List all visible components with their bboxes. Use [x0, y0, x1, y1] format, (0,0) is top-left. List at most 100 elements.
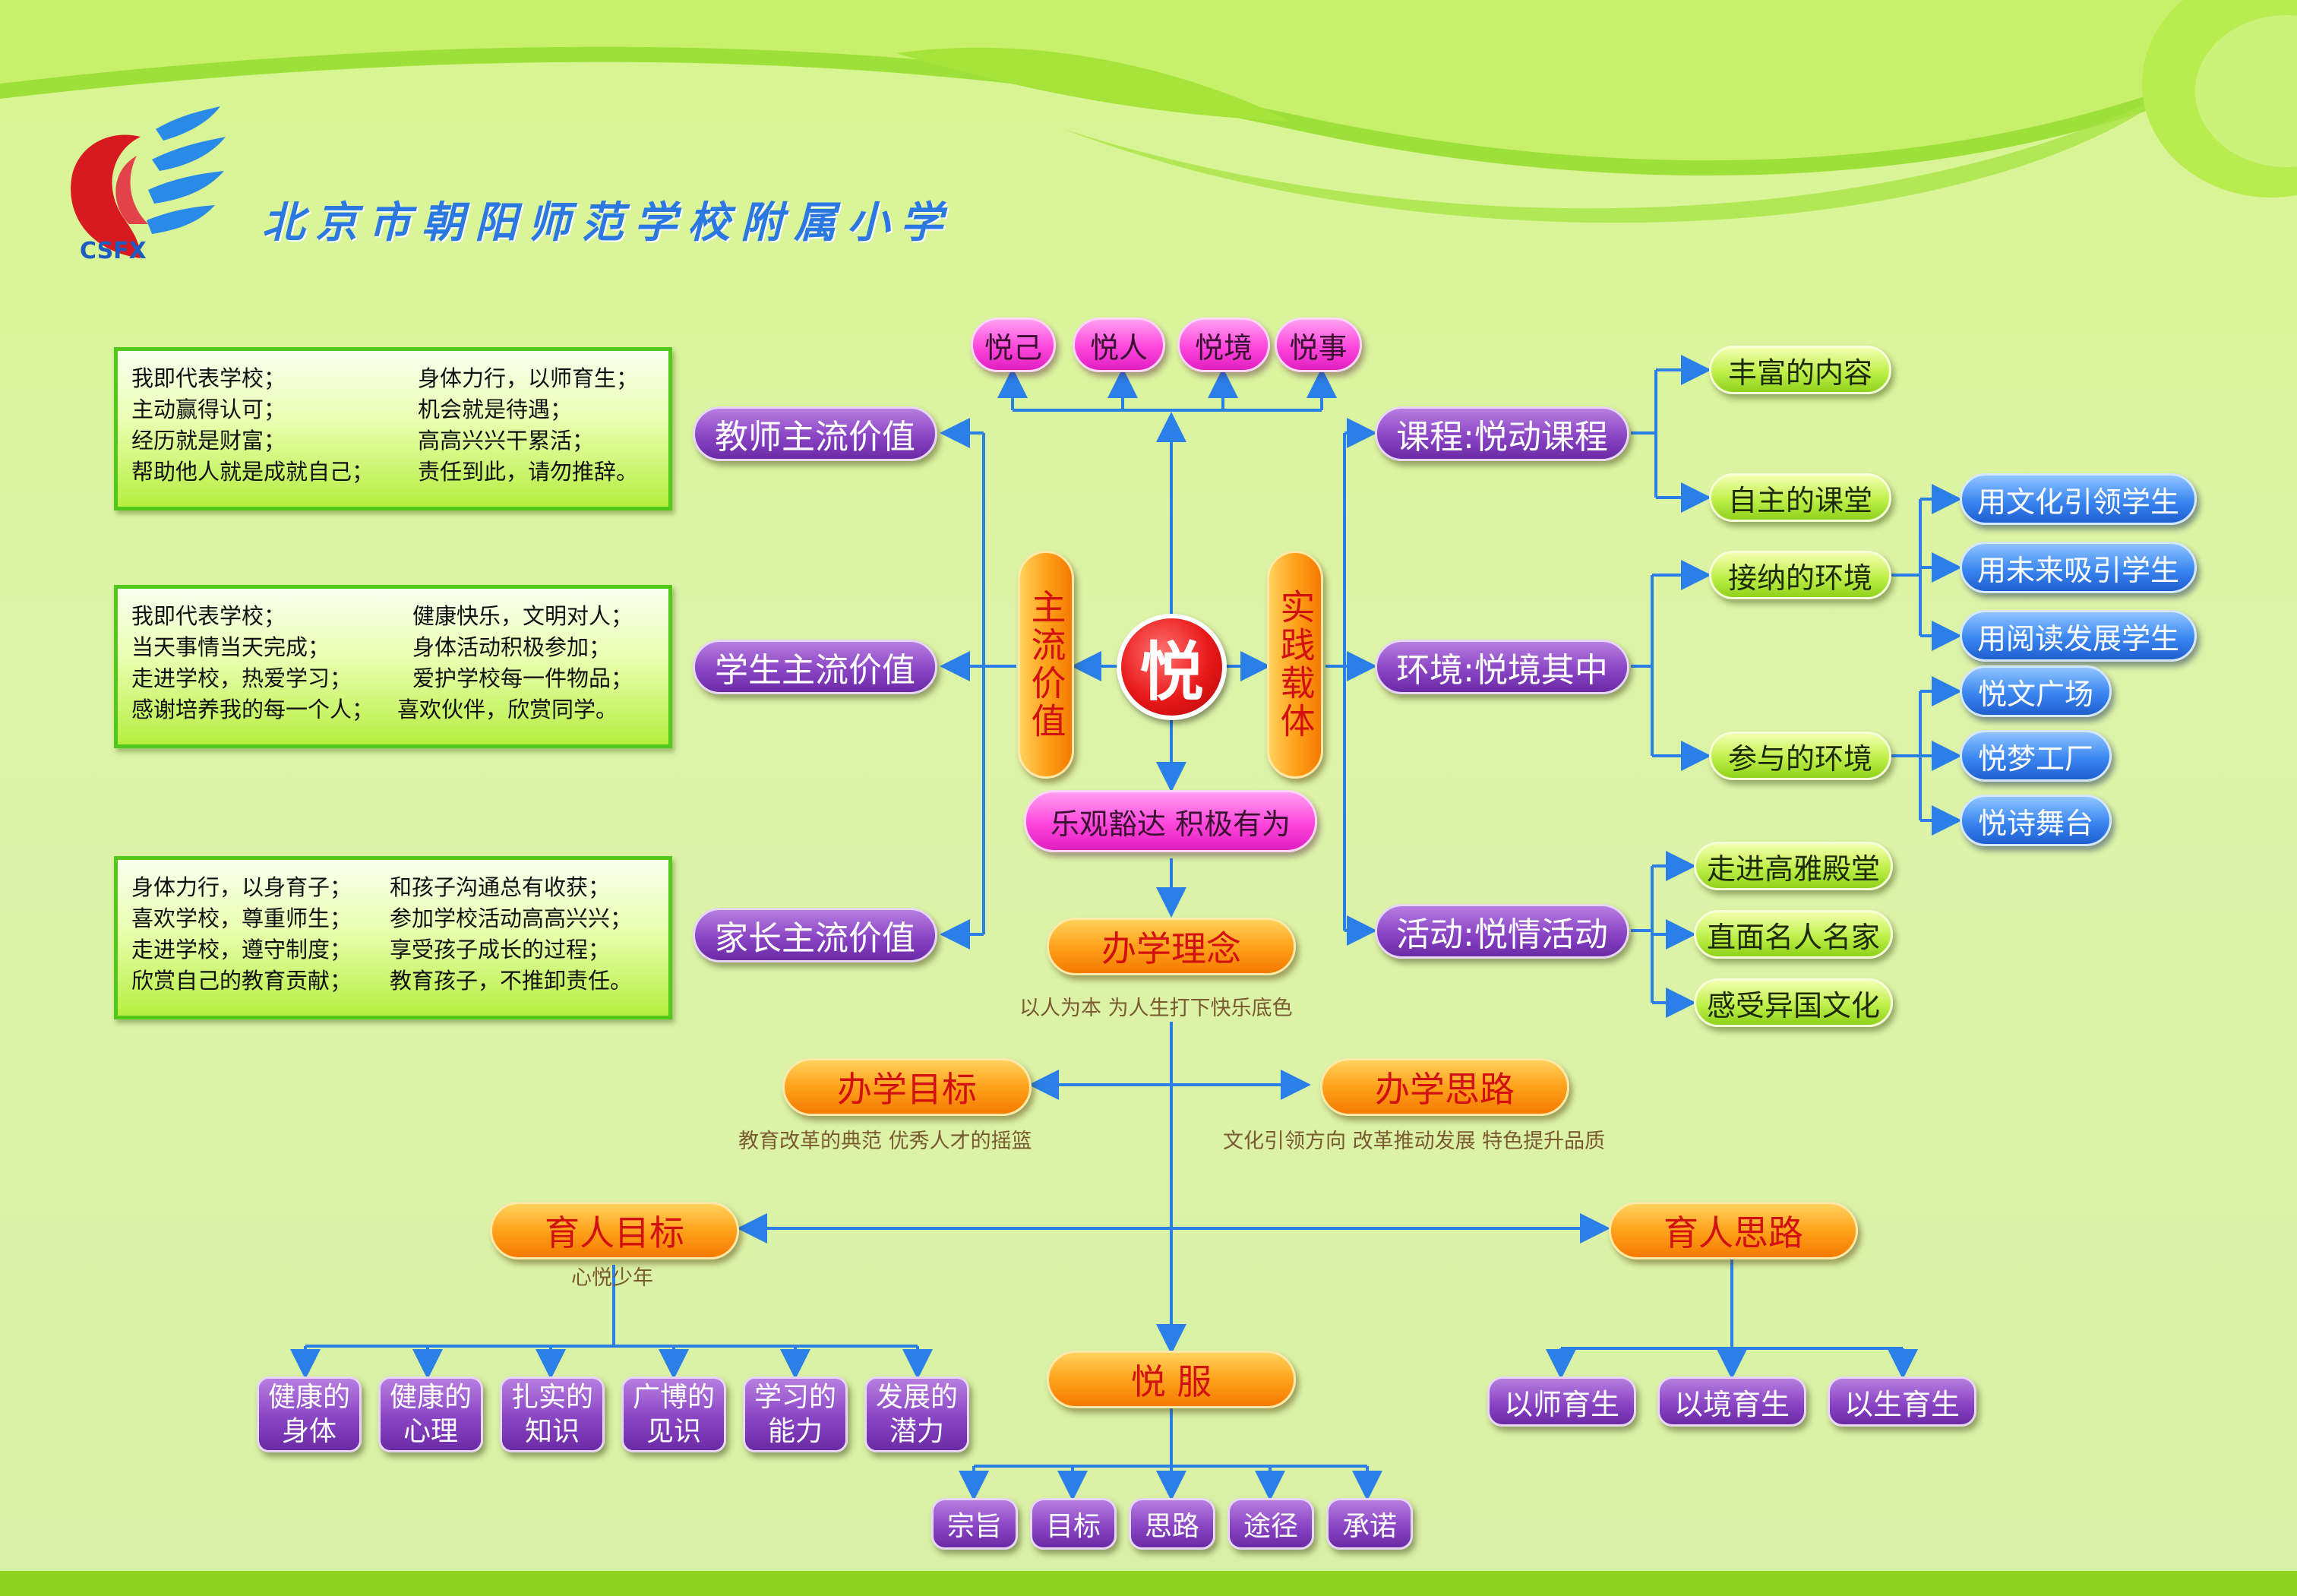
- edu-goal-item-6: 发展的潜力: [864, 1376, 969, 1452]
- value-text: 机会就是待遇；: [418, 397, 573, 422]
- participate-item-1: 悦文广场: [1960, 665, 2112, 717]
- value-text: 走进学校，遵守制度；: [131, 937, 352, 962]
- student-value-node: 学生主流价值: [693, 640, 937, 694]
- value-text: 参加学校活动高高兴兴；: [390, 905, 633, 931]
- item-line: 见识: [646, 1416, 701, 1447]
- item-line: 学习的: [754, 1382, 836, 1413]
- course-child-2: 自主的课堂: [1709, 473, 1891, 522]
- philosophy-sub: 以人为本 为人生打下快乐底色: [1019, 997, 1293, 1020]
- value-text: 我即代表学校；: [131, 603, 286, 629]
- service-item-1: 宗旨: [931, 1498, 1018, 1550]
- value-text: 身体力行，以师育生；: [418, 365, 639, 391]
- student-value-box: 我即代表学校； 健康快乐，文明对人； 当天事情当天完成；身体活动积极参加； 走进学…: [114, 585, 672, 748]
- center-symbol-text: 悦: [1139, 634, 1204, 710]
- edu-goal-item-3: 扎实的知识: [500, 1376, 605, 1452]
- main-value-pill: 主流价值: [1018, 551, 1074, 779]
- top-item-4: 悦事: [1275, 318, 1362, 372]
- value-text: 经历就是财富；: [131, 428, 286, 454]
- value-text: 教育孩子，不推卸责任。: [390, 968, 633, 994]
- item-line: 潜力: [889, 1416, 944, 1447]
- accept-item-3: 用阅读发展学生: [1960, 610, 2197, 662]
- school-approach-sub: 文化引领方向 改革推动发展 特色提升品质: [1223, 1130, 1606, 1153]
- value-text: 身体力行，以身育子；: [131, 874, 352, 900]
- philosophy-node: 办学理念: [1047, 918, 1296, 975]
- value-text: 走进学校，热爱学习；: [131, 665, 352, 691]
- top-item-3: 悦境: [1177, 318, 1270, 372]
- course-carrier-node: 课程:悦动课程: [1375, 406, 1629, 461]
- value-text: 身体活动积极参加；: [412, 634, 611, 660]
- teacher-value-box: 我即代表学校； 身体力行，以师育生； 主动赢得认可； 机会就是待遇； 经历就是财富；…: [114, 347, 672, 510]
- value-line: 身体力行，以身育子； 和孩子沟通总有收获；: [131, 872, 655, 903]
- parent-value-box: 身体力行，以身育子； 和孩子沟通总有收获； 喜欢学校，尊重师生； 参加学校活动高高兴…: [114, 856, 672, 1019]
- value-text: 喜欢伙伴，欣赏同学。: [397, 697, 618, 722]
- item-line: 健康的: [267, 1382, 350, 1413]
- value-line: 经历就是财富； 高高兴兴干累活；: [131, 425, 655, 457]
- value-line: 走进学校，热爱学习； 爱护学校每一件物品；: [131, 663, 655, 694]
- item-line: 广博的: [632, 1382, 715, 1413]
- value-text: 和孩子沟通总有收获；: [390, 874, 611, 900]
- school-name: 北京市朝阳师范学校附属小学: [262, 198, 953, 248]
- item-line: 健康的: [389, 1382, 472, 1413]
- value-line: 感谢培养我的每一个人； 喜欢伙伴，欣赏同学。: [131, 694, 655, 725]
- value-text: 感谢培养我的每一个人；: [131, 697, 374, 722]
- environment-child-accept: 接纳的环境: [1709, 551, 1891, 599]
- environment-child-participate: 参与的环境: [1709, 732, 1891, 780]
- service-node: 悦 服: [1047, 1351, 1296, 1408]
- service-item-2: 目标: [1030, 1498, 1117, 1550]
- item-line: 身体: [281, 1416, 336, 1447]
- activity-carrier-node: 活动:悦情活动: [1375, 904, 1629, 959]
- item-line: 能力: [767, 1416, 823, 1447]
- teacher-value-node: 教师主流价值: [693, 406, 937, 461]
- service-item-3: 思路: [1129, 1498, 1215, 1550]
- activity-child-1: 走进高雅殿堂: [1694, 842, 1893, 890]
- center-motto: 乐观豁达 积极有为: [1024, 790, 1317, 852]
- activity-child-3: 感受异国文化: [1694, 978, 1893, 1027]
- value-text: 帮助他人就是成就自己；: [131, 459, 374, 485]
- service-item-4: 途径: [1227, 1498, 1314, 1550]
- value-text: 欣赏自己的教育贡献；: [131, 968, 352, 994]
- main-value-text: 主流价值: [1025, 589, 1067, 741]
- value-text: 我即代表学校；: [131, 365, 286, 391]
- value-line: 喜欢学校，尊重师生； 参加学校活动高高兴兴；: [131, 903, 655, 934]
- parent-value-node: 家长主流价值: [693, 908, 937, 962]
- edu-goal-sub: 心悦少年: [571, 1266, 653, 1290]
- service-item-5: 承诺: [1326, 1498, 1413, 1550]
- value-text: 喜欢学校，尊重师生；: [131, 905, 352, 931]
- item-line: 发展的: [875, 1382, 958, 1413]
- edu-approach-item-1: 以师育生: [1487, 1376, 1636, 1427]
- accept-item-1: 用文化引领学生: [1960, 473, 2197, 525]
- practice-carrier-pill: 实践载体: [1267, 551, 1323, 779]
- top-item-2: 悦人: [1073, 318, 1165, 372]
- value-line: 我即代表学校； 健康快乐，文明对人；: [131, 601, 655, 632]
- value-text: 主动赢得认可；: [131, 397, 286, 422]
- top-item-1: 悦己: [971, 318, 1056, 372]
- value-text: 健康快乐，文明对人；: [412, 603, 633, 629]
- edu-goal-item-1: 健康的身体: [257, 1376, 362, 1452]
- item-line: 扎实的: [510, 1382, 593, 1413]
- edu-approach-node: 育人思路: [1609, 1202, 1858, 1259]
- logo-text: CSFX: [80, 238, 147, 264]
- environment-carrier-node: 环境:悦境其中: [1375, 640, 1629, 694]
- value-text: 责任到此，请勿推辞。: [418, 459, 639, 485]
- value-text: 爱护学校每一件物品；: [412, 665, 633, 691]
- value-line: 欣赏自己的教育贡献； 教育孩子，不推卸责任。: [131, 966, 655, 997]
- edu-approach-item-2: 以境育生: [1657, 1376, 1806, 1427]
- practice-carrier-text: 实践载体: [1275, 589, 1316, 741]
- edu-approach-item-3: 以生育生: [1828, 1376, 1976, 1427]
- participate-item-3: 悦诗舞台: [1960, 795, 2112, 846]
- center-symbol: 悦: [1117, 614, 1227, 720]
- value-line: 当天事情当天完成；身体活动积极参加；: [131, 632, 655, 663]
- edu-goal-item-2: 健康的心理: [378, 1376, 483, 1452]
- value-text: 高高兴兴干累活；: [418, 428, 595, 454]
- value-line: 走进学校，遵守制度；享受孩子成长的过程；: [131, 934, 655, 966]
- value-line: 主动赢得认可； 机会就是待遇；: [131, 394, 655, 425]
- school-goal-sub: 教育改革的典范 优秀人才的摇篮: [738, 1130, 1032, 1153]
- item-line: 知识: [524, 1416, 580, 1447]
- school-logo: CSFX: [71, 106, 226, 264]
- item-line: 心理: [403, 1416, 458, 1447]
- edu-goal-item-5: 学习的能力: [743, 1376, 848, 1452]
- accept-item-2: 用未来吸引学生: [1960, 542, 2197, 593]
- value-line: 帮助他人就是成就自己； 责任到此，请勿推辞。: [131, 457, 655, 488]
